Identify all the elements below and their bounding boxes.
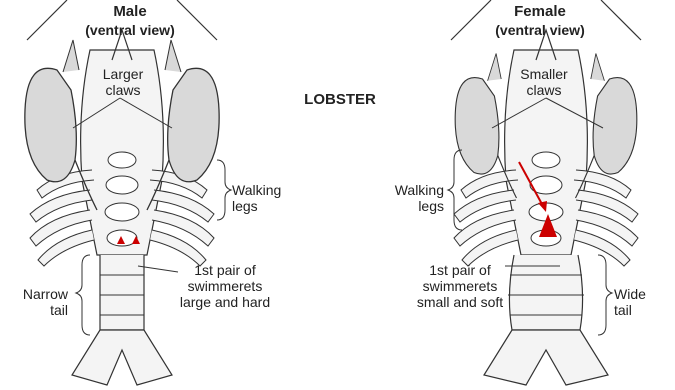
- female-tail-label: Wide tail: [614, 286, 672, 318]
- male-subheading: (ventral view): [60, 22, 200, 38]
- male-lobster: [25, 0, 219, 385]
- female-legs-label: Walking legs: [372, 182, 444, 214]
- female-tail-bracket: [598, 255, 612, 335]
- male-claws-label: Larger claws: [88, 66, 158, 98]
- male-heading: Male: [70, 4, 190, 20]
- female-subheading: (ventral view): [470, 22, 610, 38]
- female-lobster: [451, 0, 641, 385]
- female-swimmerets-label: 1st pair of swimmerets small and soft: [404, 262, 516, 310]
- male-tail-label: Narrow tail: [4, 286, 68, 318]
- male-legs-label: Walking legs: [232, 182, 302, 214]
- male-legs-bracket: [217, 160, 231, 220]
- diagram-title: LOBSTER: [285, 92, 395, 108]
- male-tail-bracket: [76, 255, 90, 335]
- female-heading: Female: [480, 4, 600, 20]
- male-swimmerets-label: 1st pair of swimmerets large and hard: [160, 262, 290, 310]
- female-claws-label: Smaller claws: [508, 66, 580, 98]
